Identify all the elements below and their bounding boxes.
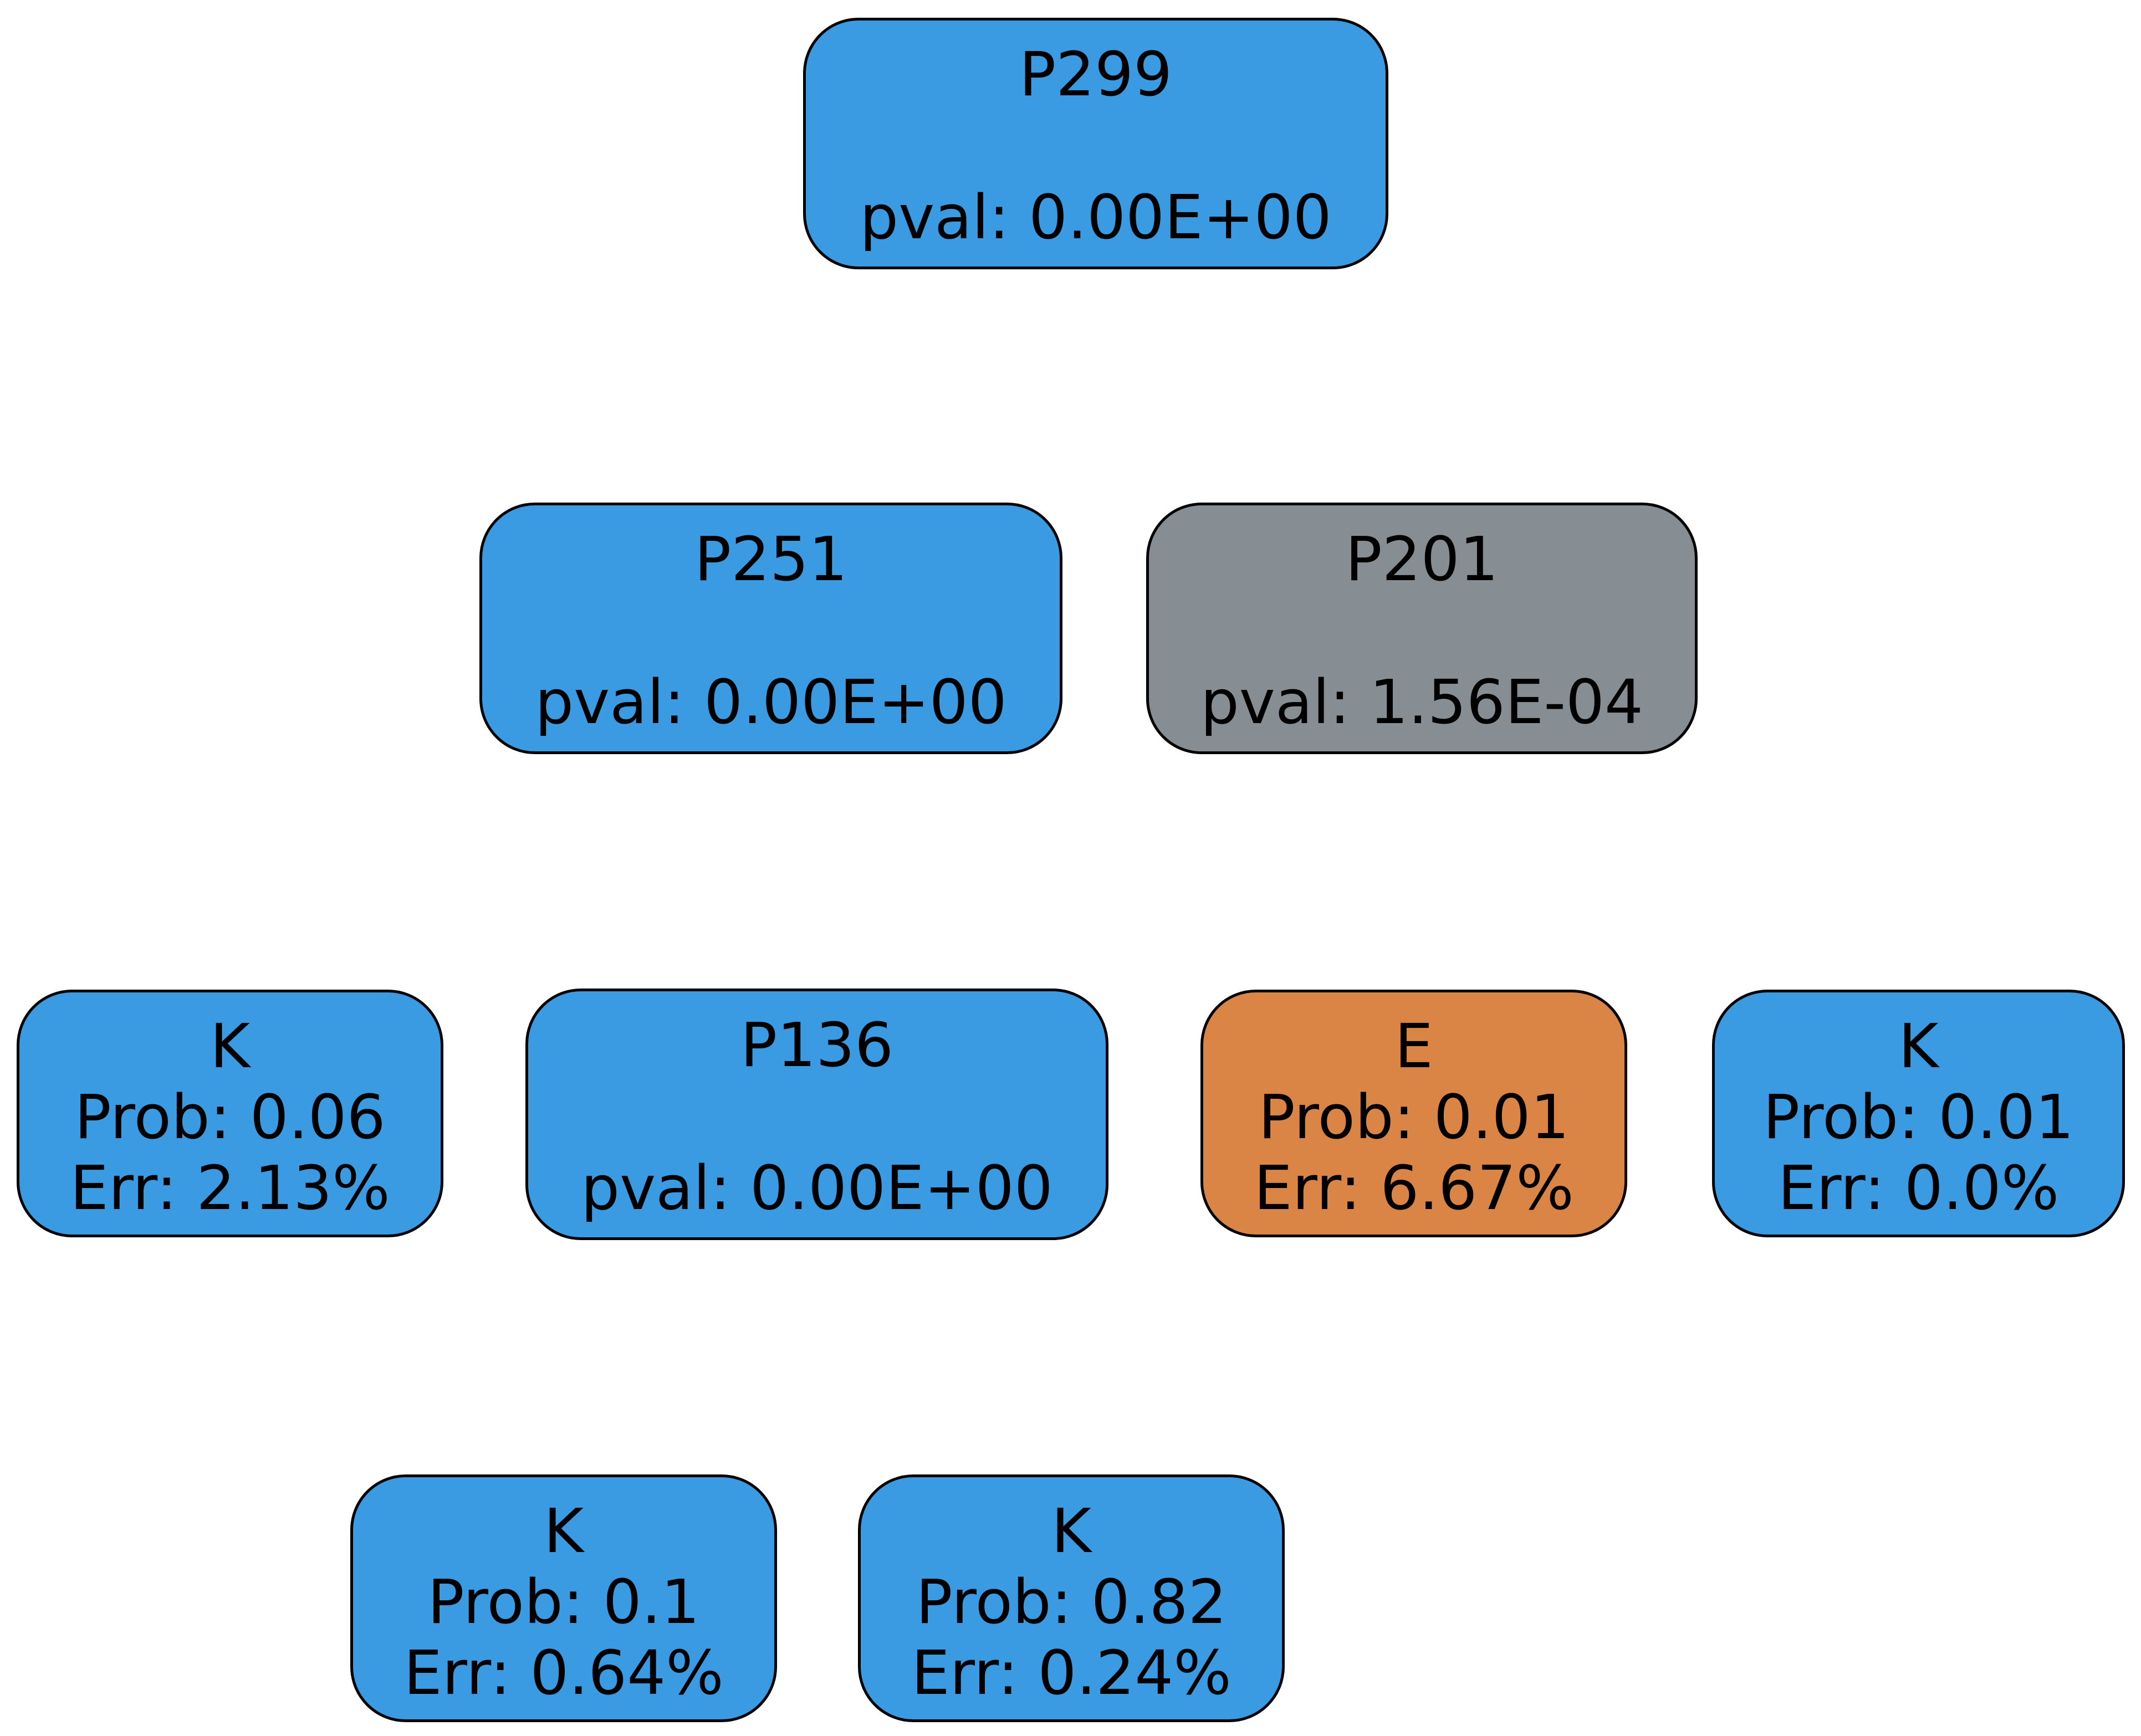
- leaf-node-k-1: K Prob: 0.06 Err: 2.13%: [17, 990, 443, 1237]
- split-node-p299: P299 pval: 0.00E+00: [803, 18, 1388, 269]
- leaf-node-k-2: K Prob: 0.01 Err: 0.0%: [1712, 990, 2125, 1237]
- node-prob: Prob: 0.82: [916, 1566, 1227, 1637]
- node-prob: Prob: 0.01: [1258, 1082, 1570, 1153]
- split-node-p251: P251 pval: 0.00E+00: [479, 503, 1062, 754]
- node-prob: Prob: 0.1: [427, 1566, 700, 1637]
- node-prob: Prob: 0.01: [1762, 1082, 2074, 1153]
- node-title: K: [1898, 1011, 1939, 1082]
- split-node-p136: P136 pval: 0.00E+00: [525, 989, 1108, 1240]
- split-node-p201: P201 pval: 1.56E-04: [1146, 503, 1698, 754]
- node-prob: Prob: 0.06: [74, 1082, 386, 1153]
- leaf-node-k-3: K Prob: 0.1 Err: 0.64%: [350, 1474, 777, 1722]
- node-title: P136: [740, 1010, 894, 1080]
- node-err: Err: 6.67%: [1254, 1153, 1574, 1223]
- node-err: Err: 0.64%: [403, 1637, 724, 1708]
- node-pval: pval: 1.56E-04: [1200, 667, 1643, 738]
- node-err: Err: 2.13%: [70, 1153, 390, 1223]
- leaf-node-e: E Prob: 0.01 Err: 6.67%: [1200, 990, 1627, 1237]
- node-title: K: [543, 1496, 584, 1566]
- node-err: Err: 0.24%: [911, 1637, 1232, 1708]
- node-title: P201: [1345, 524, 1499, 595]
- leaf-node-k-4: K Prob: 0.82 Err: 0.24%: [858, 1474, 1285, 1722]
- node-err: Err: 0.0%: [1777, 1153, 2060, 1223]
- node-title: K: [1051, 1496, 1092, 1566]
- node-pval: pval: 0.00E+00: [535, 667, 1007, 738]
- node-title: E: [1394, 1011, 1433, 1082]
- node-title: P299: [1019, 39, 1173, 110]
- node-pval: pval: 0.00E+00: [860, 182, 1332, 253]
- node-pval: pval: 0.00E+00: [581, 1153, 1053, 1223]
- node-title: P251: [694, 524, 848, 595]
- node-title: K: [209, 1011, 251, 1082]
